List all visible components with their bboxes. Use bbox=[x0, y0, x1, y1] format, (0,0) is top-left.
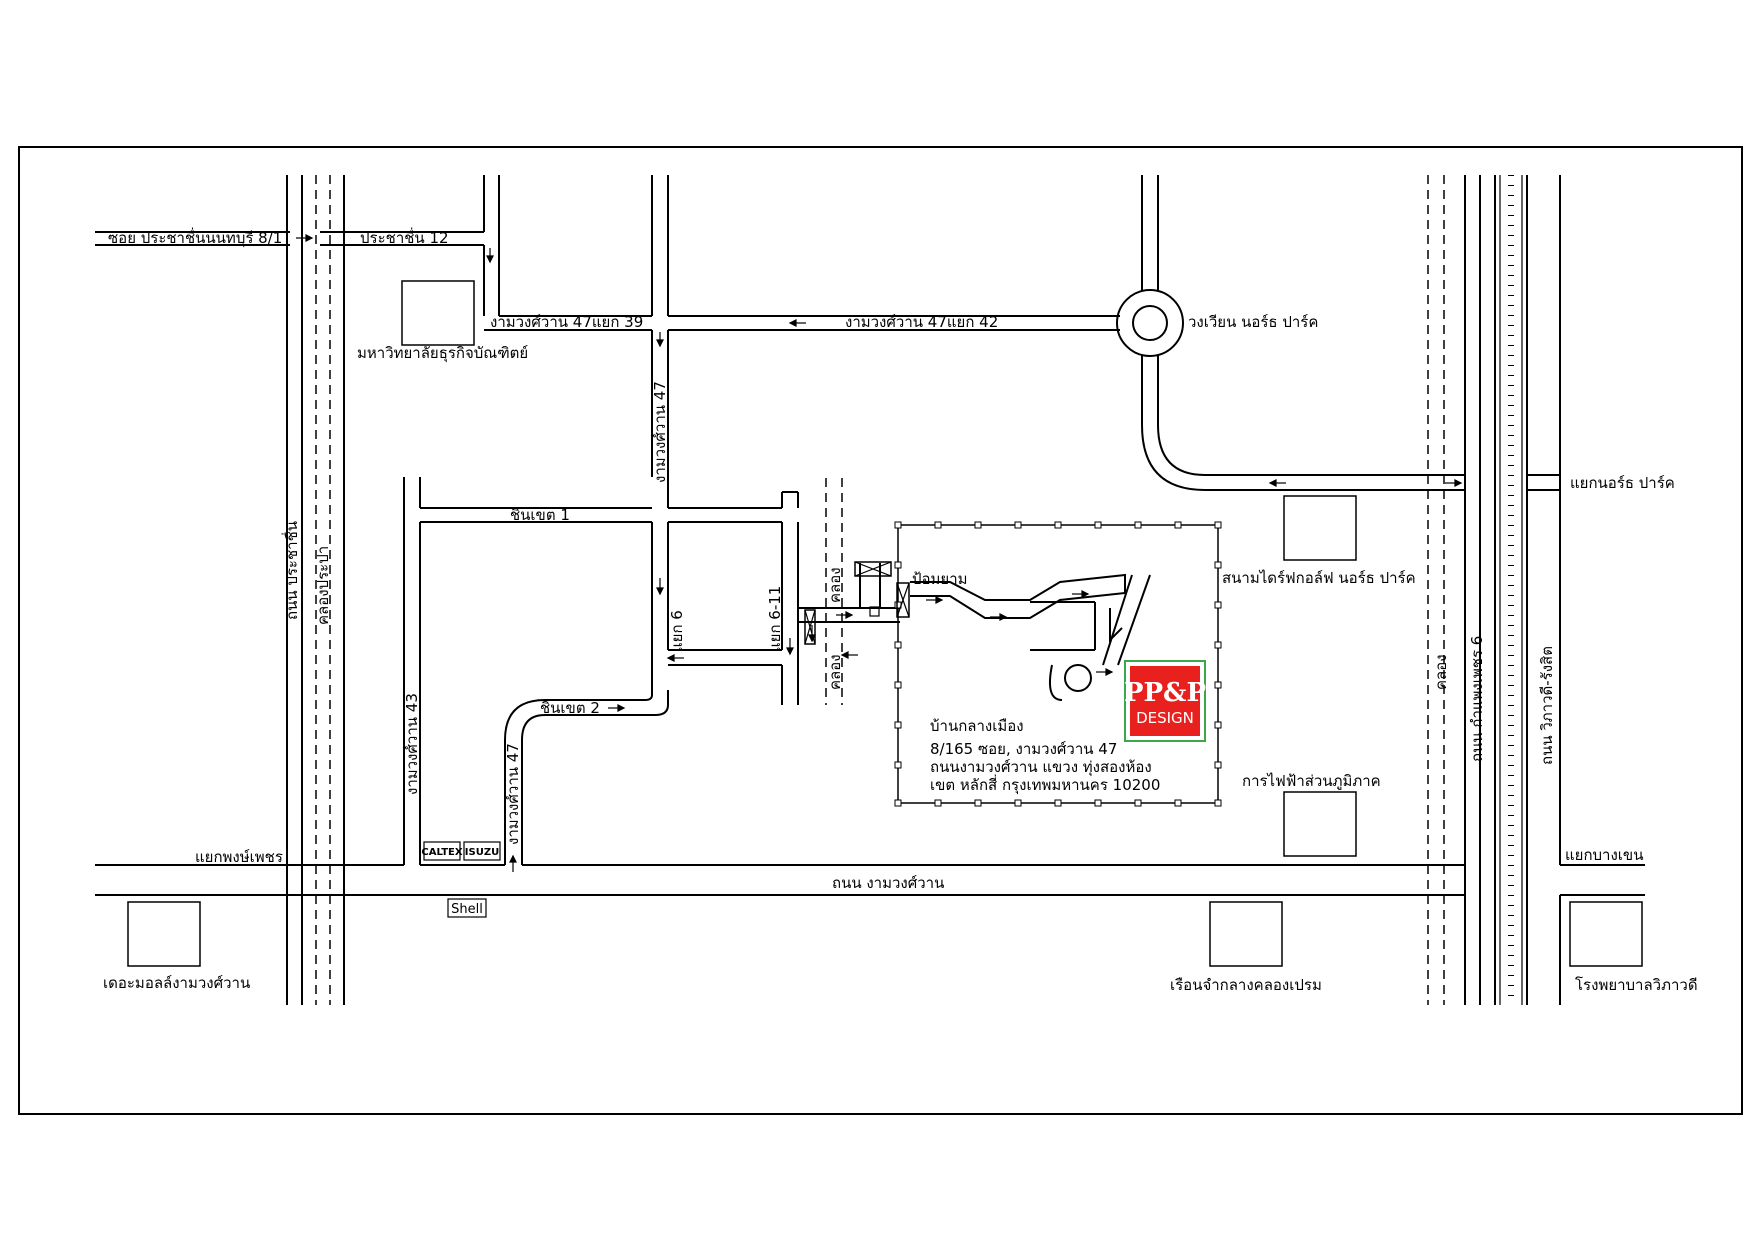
isuzu-label: ISUZU bbox=[465, 847, 499, 858]
boundary-marker bbox=[934, 799, 942, 807]
label-wongwian-north-park: วงเวียน นอร์ธ ปาร์ค bbox=[1188, 313, 1318, 331]
label-ngamwongwan-47-yaek-39: งามวงศ์วาน 47แยก 39 bbox=[490, 313, 643, 331]
caltex-label: CALTEX bbox=[421, 847, 462, 858]
label-ruean-jam-klang: เรือนจำกลางคลองเปรม bbox=[1170, 976, 1322, 994]
label-prachachuen-12: ประชาชื่น 12 bbox=[360, 227, 449, 247]
boundary-marker bbox=[1214, 561, 1222, 569]
boundary-marker bbox=[1214, 799, 1222, 807]
label-thanon-vibhavadi: ถนน วิภาวดี-รังสิต bbox=[1538, 646, 1556, 765]
label-north-park-golf: สนามไดร์ฟกอล์ฟ นอร์ธ ปาร์ค bbox=[1222, 569, 1416, 587]
boundary-marker bbox=[1174, 799, 1182, 807]
building-hospital bbox=[1569, 901, 1643, 967]
boundary-marker bbox=[1014, 521, 1022, 529]
boundary-marker bbox=[1014, 799, 1022, 807]
boundary-marker bbox=[1214, 681, 1222, 689]
boundary-marker bbox=[1214, 601, 1222, 609]
logo-text-sub: DESIGN bbox=[1136, 709, 1194, 727]
building-the-mall bbox=[127, 901, 201, 967]
project-site bbox=[804, 521, 1222, 807]
label-ban-klang-muang: บ้านกลางเมือง bbox=[930, 717, 1024, 735]
map-labels: ซอย ประชาชื่นนนทบุรี 8/1 ประชาชื่น 12 งา… bbox=[103, 227, 1698, 994]
boundary-marker bbox=[974, 521, 982, 529]
label-ngamwongwan-43: งามวงศ์วาน 43 bbox=[403, 693, 421, 795]
boundary-marker bbox=[894, 799, 902, 807]
shell-label: Shell bbox=[451, 902, 483, 917]
roads bbox=[95, 175, 1645, 1005]
boundary-marker bbox=[894, 761, 902, 769]
boundary-marker bbox=[894, 561, 902, 569]
label-the-mall-ngamwongwan: เดอะมอลล์งามวงศ์วาน bbox=[103, 974, 250, 992]
boundary-marker bbox=[1214, 521, 1222, 529]
direction-arrows bbox=[296, 234, 1463, 872]
building-golf bbox=[1283, 495, 1357, 561]
label-yaek-bang-khen: แยกบางเขน bbox=[1565, 846, 1643, 864]
label-thanon-ngamwongwan: ถนน งามวงศ์วาน bbox=[832, 874, 944, 892]
label-address-line-2: ถนนงามวงศ์วาน แขวง ทุ่งสองห้อง bbox=[930, 758, 1152, 777]
label-regional-electricity: การไฟฟ้าส่วนภูมิภาค bbox=[1242, 772, 1381, 790]
label-dhurakij-university: มหาวิทยาลัยธุรกิจบัณฑิตย์ bbox=[357, 344, 528, 363]
label-khlong-lower: คลอง bbox=[826, 654, 844, 690]
boundary-marker bbox=[894, 521, 902, 529]
boundary-marker bbox=[894, 721, 902, 729]
label-yaek-6-11: แยก 6-11 bbox=[766, 586, 784, 652]
label-yaek-north-park: แยกนอร์ธ ปาร์ค bbox=[1570, 474, 1675, 492]
boundary-marker bbox=[1214, 761, 1222, 769]
label-thanon-kamphaeng-phet-6: ถนน กำแพงเพชร 6 bbox=[1468, 636, 1486, 762]
label-vibhavadi-hospital: โรงพยาบาลวิภาวดี bbox=[1575, 976, 1698, 994]
boundary-marker bbox=[974, 799, 982, 807]
label-ngamwongwan-47-lower: งามวงศ์วาน 47 bbox=[504, 743, 522, 845]
label-address-line-3: เขต หลักสี่ กรุงเทพมหานคร 10200 bbox=[930, 774, 1160, 795]
pp-p-design-logo: PP&P DESIGN bbox=[1124, 660, 1206, 742]
label-khlong-upper: คลอง bbox=[826, 567, 844, 603]
label-thanon-prachachuen: ถนน ประชาชื่น bbox=[281, 521, 301, 620]
label-chinnakhet-2: ชินเขต 2 bbox=[540, 699, 600, 717]
map-frame bbox=[18, 146, 1743, 1115]
boundary-marker bbox=[1054, 799, 1062, 807]
boundary-marker bbox=[1174, 521, 1182, 529]
railway bbox=[1499, 175, 1523, 1005]
logo-text-main: PP&P bbox=[1124, 678, 1206, 708]
label-ngamwongwan-47-upper: งามวงศ์วาน 47 bbox=[651, 381, 669, 483]
boundary-marker bbox=[894, 641, 902, 649]
building-prison bbox=[1209, 901, 1283, 967]
label-chinnakhet-1: ชินเขต 1 bbox=[510, 506, 570, 524]
boundary-marker bbox=[1214, 641, 1222, 649]
label-khlong-right: คลอง bbox=[1432, 654, 1450, 690]
boundary-marker bbox=[894, 681, 902, 689]
fuel-station-badges: CALTEX ISUZU Shell bbox=[421, 841, 501, 918]
boundary-marker bbox=[1134, 799, 1142, 807]
label-khlong-prapa: คลองประปา bbox=[314, 546, 332, 625]
label-pom-yam: ป้อมยาม bbox=[912, 570, 968, 588]
boundary-marker bbox=[1094, 521, 1102, 529]
boundary-marker bbox=[1094, 799, 1102, 807]
label-soi-prachachuen-8-1: ซอย ประชาชื่นนนทบุรี 8/1 bbox=[108, 227, 282, 248]
label-ngamwongwan-47-yaek-42: งามวงศ์วาน 47แยก 42 bbox=[845, 313, 998, 331]
label-yaek-6: แยก 6 bbox=[668, 610, 686, 652]
boundary-marker bbox=[1134, 521, 1142, 529]
building-electricity bbox=[1283, 791, 1357, 857]
label-address-line-1: 8/165 ซอย, งามวงศ์วาน 47 bbox=[930, 740, 1117, 758]
boundary-marker bbox=[1214, 721, 1222, 729]
label-yaek-phong-phet: แยกพงษ์เพชร bbox=[195, 848, 283, 866]
building-dhurakij bbox=[401, 280, 475, 346]
boundary-marker bbox=[1054, 521, 1062, 529]
boundary-marker bbox=[934, 521, 942, 529]
landmark-buildings bbox=[127, 280, 1643, 967]
